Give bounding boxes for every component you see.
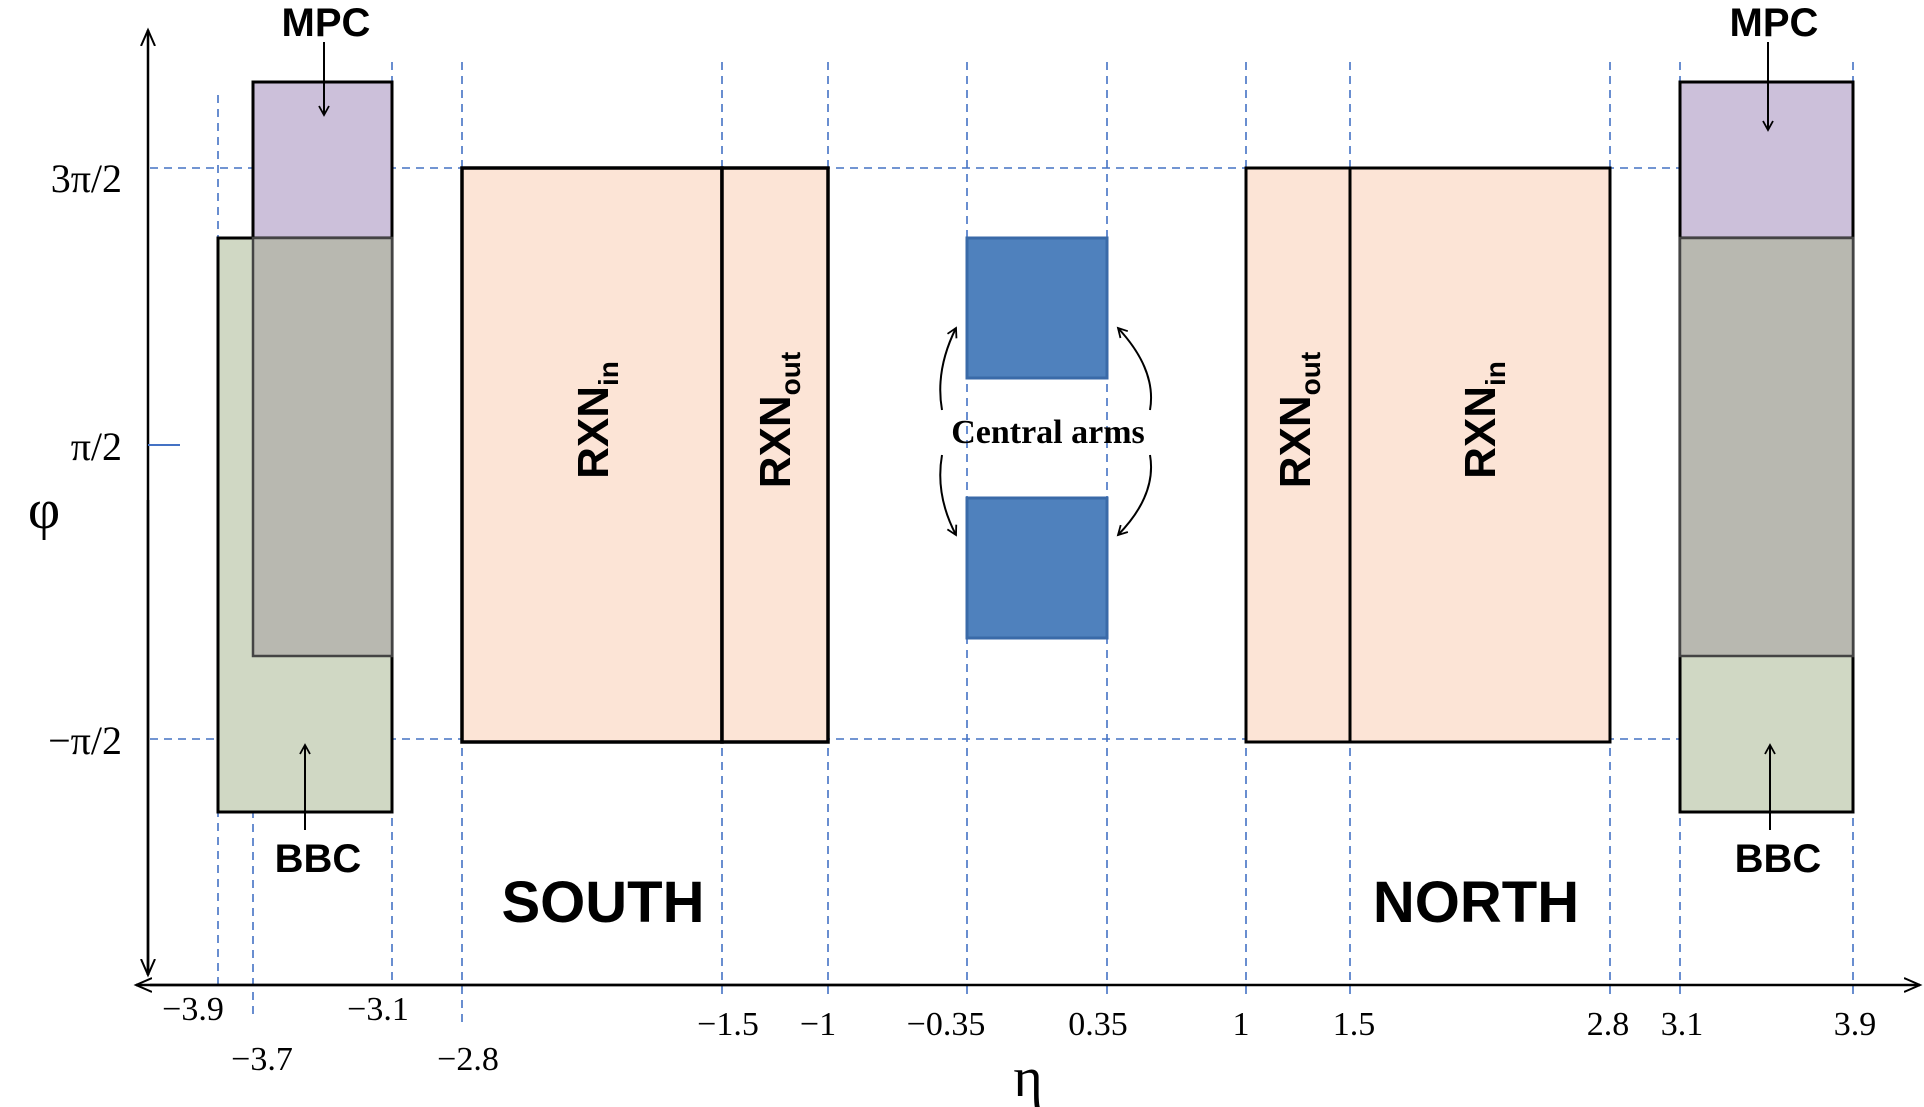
central-arrow-bottom-left bbox=[939, 454, 958, 537]
eta-tick-label-m0.35: −0.35 bbox=[907, 1006, 986, 1043]
mpc-bbc-overlap-north bbox=[1678, 236, 1855, 658]
eta-tick-label-m3.7: −3.7 bbox=[231, 1041, 293, 1078]
eta-tick-label-1: 1 bbox=[1233, 1006, 1250, 1043]
mpc-north bbox=[1678, 80, 1855, 240]
phi-axis-label: φ bbox=[28, 479, 60, 541]
north-region-label: NORTH bbox=[1373, 870, 1579, 935]
eta-tick-label-0.35: 0.35 bbox=[1068, 1006, 1128, 1043]
eta-tick-label-3.1: 3.1 bbox=[1661, 1006, 1704, 1043]
rxn-out-north-label: RXNout bbox=[1271, 352, 1326, 488]
bbc-south-label: BBC bbox=[275, 837, 362, 881]
eta-tick-label-m1: −1 bbox=[800, 1006, 836, 1043]
eta-tick-label-m1.5: −1.5 bbox=[697, 1006, 759, 1043]
phi-tick-label-3pi-2: 3π/2 bbox=[51, 156, 122, 201]
central-arrow-bottom-right bbox=[1116, 454, 1152, 537]
rxn-in-north-label: RXNin bbox=[1456, 361, 1511, 479]
mpc-bbc-overlap-south bbox=[251, 236, 394, 658]
central-arrow-top-right bbox=[1116, 326, 1152, 411]
central-arm-top bbox=[965, 236, 1109, 380]
eta-tick-label-1.5: 1.5 bbox=[1333, 1006, 1376, 1043]
mpc-north-label: MPC bbox=[1730, 1, 1819, 45]
rxn-in-south bbox=[460, 166, 724, 744]
south-region-label: SOUTH bbox=[502, 870, 705, 935]
eta-axis-label: η bbox=[1013, 1047, 1042, 1107]
rxn-in-north bbox=[1348, 166, 1612, 744]
central-arms-label: Central arms bbox=[951, 414, 1145, 451]
rxn-out-south bbox=[720, 166, 830, 744]
rxn-in-south-label: RXNin bbox=[569, 361, 624, 479]
phi-tick-label-m-pi-2: −π/2 bbox=[48, 718, 122, 763]
central-arm-bottom bbox=[965, 496, 1109, 640]
eta-tick-label-m3.9: −3.9 bbox=[162, 991, 224, 1028]
rxn-out-north bbox=[1244, 166, 1352, 744]
eta-tick-label-2.8: 2.8 bbox=[1587, 1006, 1630, 1043]
eta-tick-label-3.9: 3.9 bbox=[1834, 1006, 1877, 1043]
mpc-south-label: MPC bbox=[282, 1, 371, 45]
central-arrow-top-left bbox=[939, 326, 958, 411]
rxn-out-south-label: RXNout bbox=[751, 352, 806, 488]
bbc-north-label: BBC bbox=[1735, 837, 1822, 881]
eta-tick-label-m3.1: −3.1 bbox=[347, 991, 409, 1028]
mpc-south bbox=[251, 80, 394, 240]
eta-tick-label-m2.8: −2.8 bbox=[437, 1041, 499, 1078]
phi-tick-label-pi-2: π/2 bbox=[71, 424, 122, 469]
